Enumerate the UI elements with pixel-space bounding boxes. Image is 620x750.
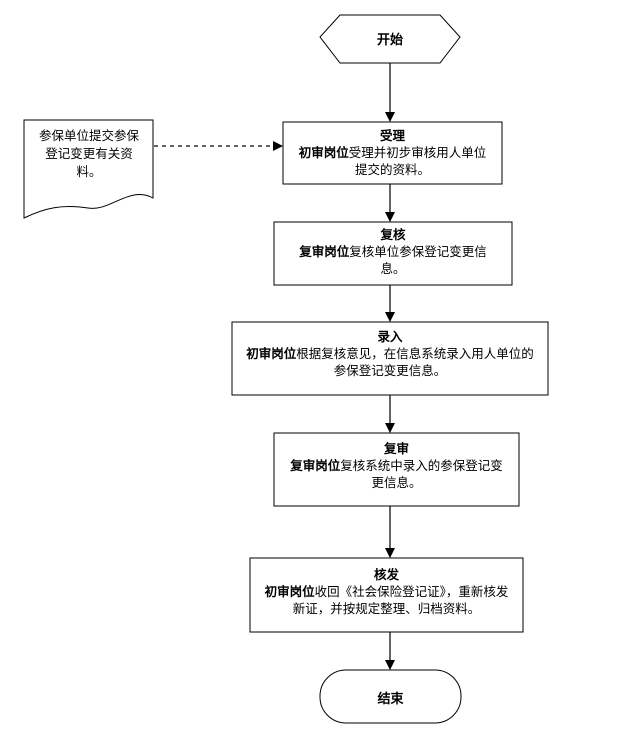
end-label: 结束: [377, 692, 404, 707]
step-role: 初审岗位: [264, 584, 315, 599]
step-box-5: [249, 557, 524, 633]
end-node: [319, 669, 462, 724]
step-description: 根据复核意见，在信息系统录入用人单位的参保登记变更信息。: [296, 346, 534, 378]
step-5: 核发 初审岗位收回《社会保险登记证》，重新核发新证，并按规定整理、归档资料。: [259, 566, 514, 617]
step-role: 复审岗位: [290, 458, 341, 473]
step-description: 复核单位参保登记变更信息。: [349, 244, 487, 276]
start-node: [319, 14, 461, 64]
step-role: 初审岗位: [246, 346, 297, 361]
step-box-2: [273, 221, 513, 286]
step-4: 复审 复审岗位复核系统中录入的参保登记变更信息。: [285, 440, 508, 491]
step-title: 录入: [377, 329, 403, 344]
step-2: 复核 复审岗位复核单位参保登记变更信息。: [287, 226, 499, 277]
step-description: 收回《社会保险登记证》，重新核发新证，并按规定整理、归档资料。: [292, 584, 509, 616]
step-title: 核发: [373, 567, 399, 582]
document-label: 参保单位提交参保登记变更有关资料。: [38, 128, 139, 179]
step-role: 复审岗位: [299, 244, 350, 259]
step-description: 复核系统中录入的参保登记变更信息。: [340, 458, 503, 490]
step-3: 录入 初审岗位根据复核意见，在信息系统录入用人单位的参保登记变更信息。: [244, 328, 536, 379]
step-box-1: [282, 121, 503, 185]
step-box-3: [231, 321, 549, 396]
step-title: 复核: [380, 227, 406, 242]
document-node: [23, 119, 154, 219]
start-label: 开始: [376, 33, 403, 48]
step-box-4: [273, 432, 520, 507]
step-title: 复审: [383, 441, 409, 456]
step-description: 受理并初步审核用人单位提交的资料。: [348, 145, 487, 177]
step-1: 受理 初审岗位受理并初步审核用人单位提交的资料。: [293, 127, 492, 178]
step-role: 初审岗位: [298, 145, 349, 160]
step-title: 受理: [379, 128, 405, 143]
